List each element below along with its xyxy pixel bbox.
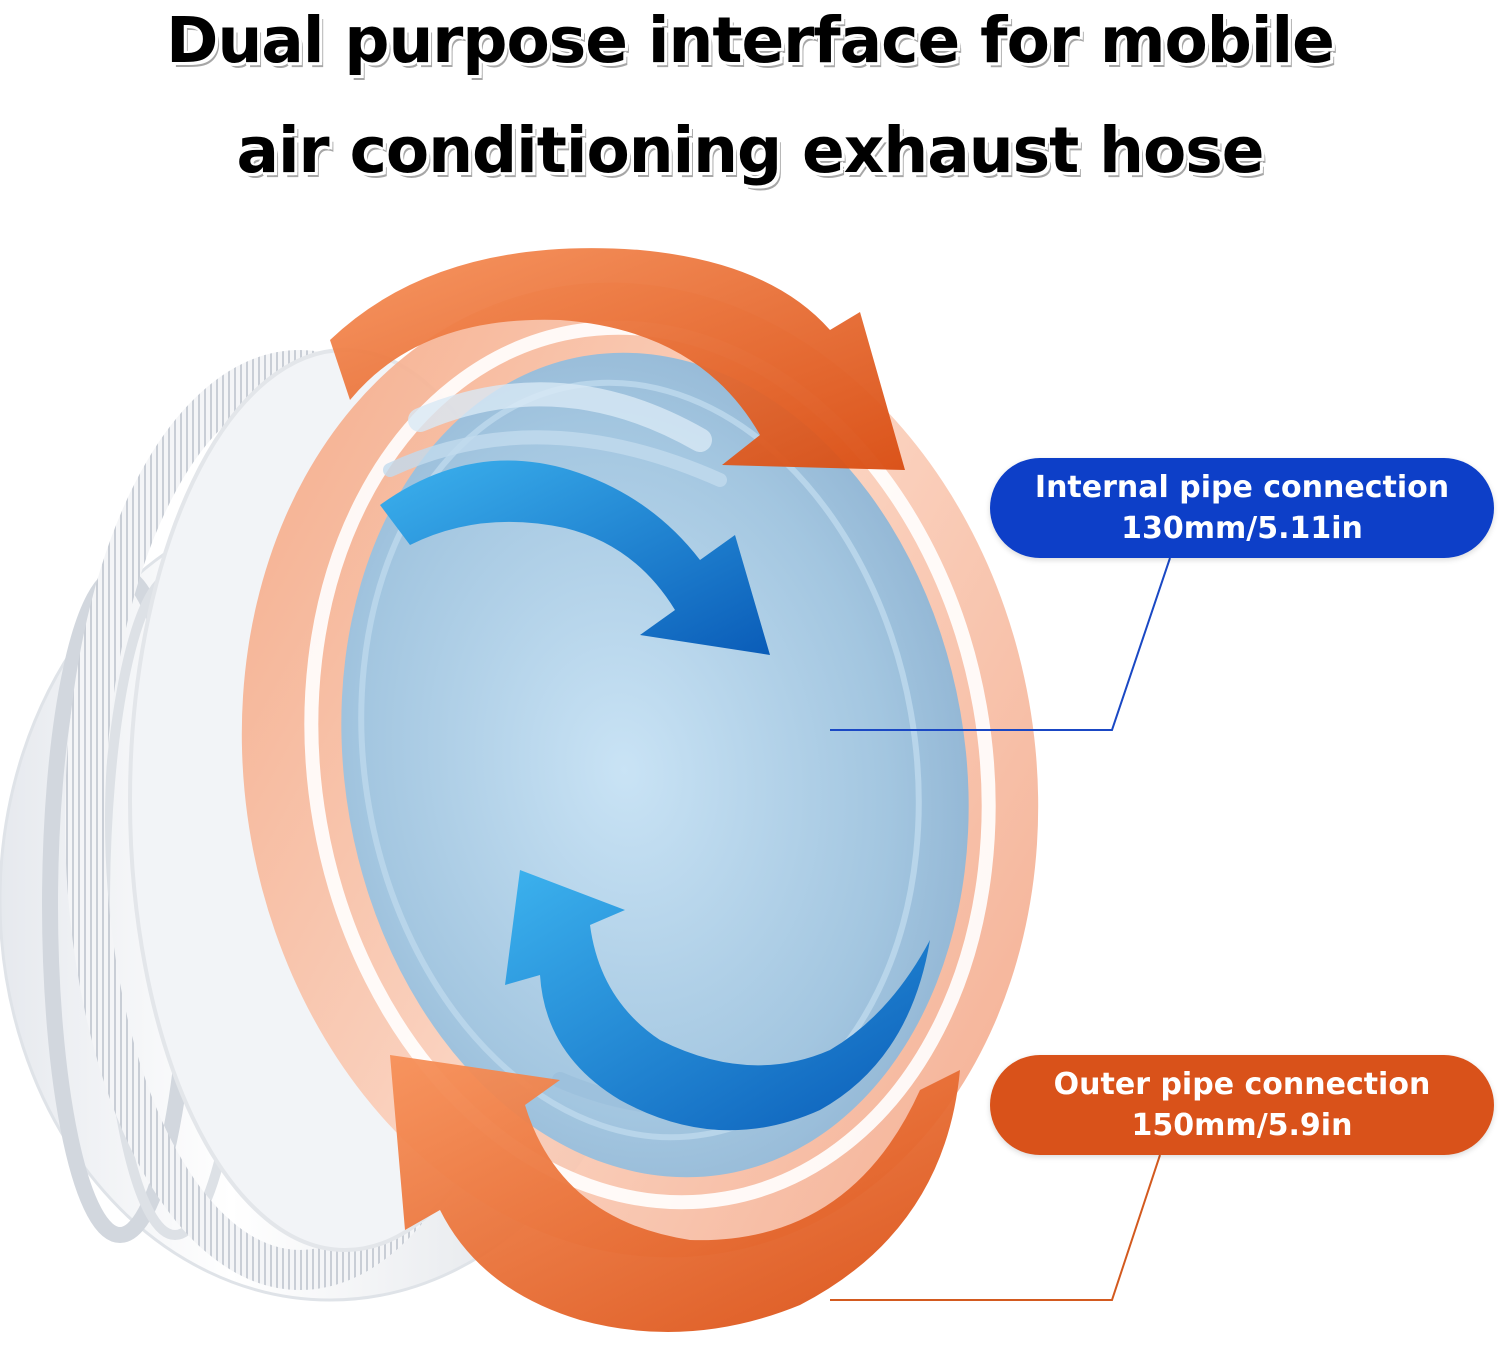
internal-callout-title: Internal pipe connection [1034, 470, 1450, 505]
rotate-arrow-orange-icon [330, 248, 960, 1332]
title-line-1: Dual purpose interface for mobile [166, 4, 1335, 77]
outer-pipe-callout: Outer pipe connection 150mm/5.9in [990, 1055, 1494, 1155]
internal-pipe-callout: Internal pipe connection 130mm/5.11in [990, 458, 1494, 558]
airflow-arrow-blue-icon [380, 460, 930, 1131]
title-line-2: air conditioning exhaust hose [236, 114, 1264, 187]
outer-callout-size: 150mm/5.9in [1131, 1108, 1353, 1143]
outer-callout-title: Outer pipe connection [1053, 1067, 1431, 1102]
page-title: Dual purpose interface for mobile air co… [0, 0, 1500, 206]
outer-leader-line [830, 1154, 1161, 1301]
internal-callout-size: 130mm/5.11in [1121, 511, 1363, 546]
internal-leader-line [830, 557, 1171, 731]
